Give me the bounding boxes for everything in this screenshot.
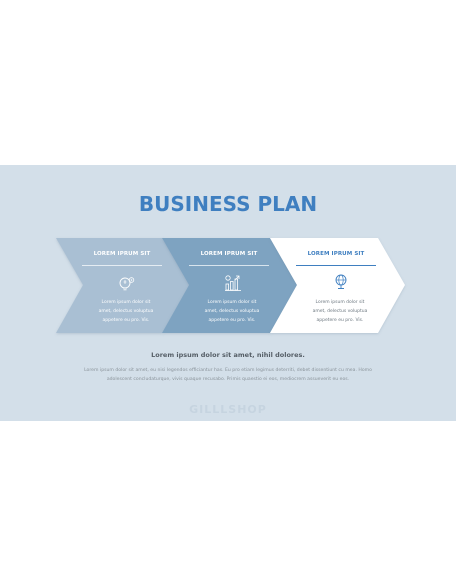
chevron-step-1 — [56, 238, 189, 333]
watermark-logo: GILLLSHOP — [189, 403, 267, 416]
step-3-divider — [296, 265, 376, 266]
lightbulb-gear-icon — [119, 277, 135, 291]
process-chevrons — [56, 238, 405, 333]
step-3-heading: LOREM IPRUM SIT — [307, 251, 365, 257]
step-2-divider — [189, 265, 269, 266]
step-1-heading: LOREM IPRUM SIT — [93, 251, 151, 257]
chart-growth-icon — [225, 275, 241, 291]
step-1-divider — [82, 265, 162, 266]
page-title: BUSINESS PLAN — [138, 192, 318, 216]
chevron-step-3 — [270, 238, 405, 333]
step-2-heading: LOREM IPRUM SIT — [200, 251, 258, 257]
chevron-step-2 — [162, 238, 297, 333]
step-2-body: Lorem ipsum dolor sit amet, delectus vol… — [204, 300, 260, 323]
section-description: Lorem ipsum dolor sit amet, eu nisi lege… — [84, 368, 372, 382]
step-3-body: Lorem ipsum dolor sit amet, delectus vol… — [312, 300, 368, 323]
globe-stand-icon — [335, 274, 347, 289]
section-subtitle: Lorem ipsum dolor sit amet, nihil dolore… — [151, 351, 305, 359]
slide: BUSINESS PLAN LOREM IPRUM SIT Lorem ipsu… — [0, 165, 456, 421]
step-1-body: Lorem ipsum dolor sit amet, delectus vol… — [98, 300, 154, 323]
